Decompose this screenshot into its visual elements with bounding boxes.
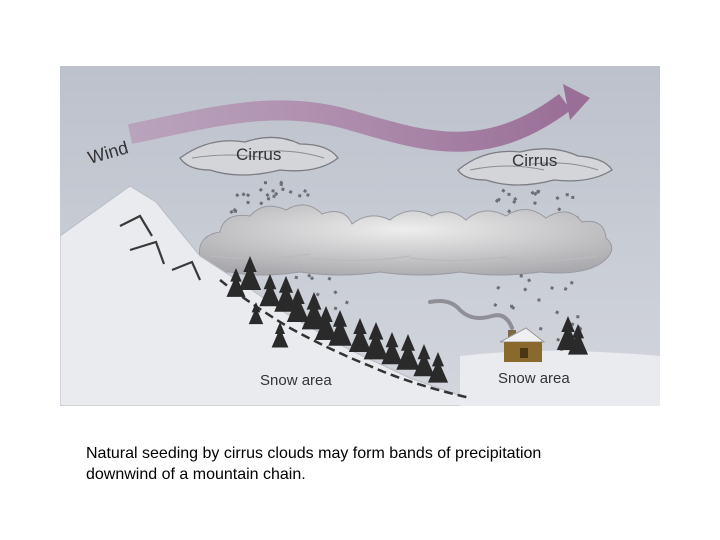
ice-crystal bbox=[303, 188, 308, 194]
cumulus-cloud-band bbox=[198, 204, 613, 276]
ice-crystal bbox=[507, 192, 511, 196]
cirrus-right-label: Cirrus bbox=[512, 151, 557, 170]
snow-particle bbox=[327, 276, 332, 281]
pine-tree bbox=[238, 256, 262, 290]
snow-particle bbox=[519, 274, 523, 278]
pine-tree bbox=[396, 334, 420, 370]
snow-particle bbox=[307, 273, 312, 278]
snow-particle bbox=[556, 337, 561, 342]
ice-crystal bbox=[513, 196, 518, 202]
ice-crystal bbox=[571, 195, 575, 199]
ice-crystal bbox=[263, 181, 267, 185]
ice-crystal bbox=[288, 190, 293, 194]
snow-particle bbox=[510, 304, 514, 308]
ice-crystal bbox=[306, 193, 310, 197]
caption-line-1: Natural seeding by cirrus clouds may for… bbox=[86, 445, 542, 462]
snow-particle bbox=[315, 292, 320, 297]
ice-crystal bbox=[274, 191, 279, 196]
pine-tree bbox=[314, 306, 338, 340]
ice-crystal bbox=[266, 197, 271, 201]
snow-particle bbox=[523, 287, 528, 292]
snow-particle bbox=[569, 280, 574, 285]
snow-particle bbox=[344, 300, 349, 305]
ice-crystal bbox=[557, 207, 562, 212]
snow-particle bbox=[333, 306, 338, 311]
snow-area-left-label: Snow area bbox=[260, 372, 332, 389]
pine-tree bbox=[413, 344, 435, 377]
ice-crystal bbox=[229, 209, 234, 215]
figure-caption: Natural seeding by cirrus clouds may for… bbox=[86, 443, 686, 485]
snow-particle bbox=[496, 285, 501, 290]
snow-particle bbox=[563, 287, 568, 291]
ice-crystal bbox=[246, 193, 251, 198]
ice-crystal bbox=[235, 193, 240, 198]
ice-crystal bbox=[241, 192, 246, 197]
snow-particle bbox=[555, 310, 560, 315]
pine-tree bbox=[328, 310, 352, 346]
pine-tree bbox=[427, 352, 449, 383]
pine-tree bbox=[363, 322, 389, 360]
ice-crystal bbox=[246, 200, 250, 205]
pine-tree bbox=[286, 288, 310, 322]
ice-crystal bbox=[501, 188, 506, 193]
pine-tree bbox=[271, 322, 289, 348]
pine-tree bbox=[556, 316, 580, 350]
diagram-svg: Wind Cirrus Cirrus bbox=[60, 66, 660, 406]
snow-particle bbox=[550, 286, 554, 290]
ice-crystal bbox=[533, 201, 537, 205]
snow-particle bbox=[493, 303, 498, 308]
wind-arrow bbox=[128, 84, 590, 152]
pine-tree bbox=[259, 274, 281, 307]
ice-crystal bbox=[258, 187, 263, 192]
snow-particle bbox=[576, 315, 580, 319]
caption-line-2: downwind of a mountain chain. bbox=[86, 466, 306, 483]
cirrus-cloud-left bbox=[179, 136, 339, 176]
cirrus-left-label: Cirrus bbox=[236, 145, 281, 164]
ice-crystal bbox=[297, 194, 302, 198]
ice-crystal bbox=[233, 209, 238, 214]
snow-particle bbox=[294, 275, 299, 280]
ice-crystal bbox=[281, 187, 285, 191]
ice-crystal bbox=[279, 182, 284, 187]
snow-area-right-label: Snow area bbox=[498, 370, 570, 387]
ice-crystal bbox=[265, 192, 270, 198]
ice-crystal bbox=[271, 189, 275, 193]
cirrus-cloud-right bbox=[457, 148, 613, 186]
ice-crystal bbox=[565, 193, 569, 197]
ice-crystal bbox=[259, 201, 264, 206]
pine-trees bbox=[226, 256, 589, 383]
ice-crystal bbox=[535, 189, 540, 194]
snow-particle bbox=[537, 298, 541, 302]
ice-crystal bbox=[507, 209, 512, 214]
pine-tree bbox=[248, 302, 264, 325]
cabin bbox=[428, 299, 546, 362]
ice-crystal bbox=[494, 198, 500, 203]
pine-tree bbox=[348, 318, 372, 352]
ice-crystal bbox=[555, 196, 560, 201]
snow-particle bbox=[333, 290, 338, 295]
diagram-figure: Wind Cirrus Cirrus bbox=[60, 66, 660, 406]
pine-tree bbox=[567, 324, 589, 355]
pine-tree bbox=[381, 332, 403, 365]
snow-particle bbox=[309, 276, 315, 281]
ice-crystal bbox=[272, 194, 276, 199]
snow-particle bbox=[538, 326, 543, 331]
snow-particle bbox=[527, 278, 532, 283]
